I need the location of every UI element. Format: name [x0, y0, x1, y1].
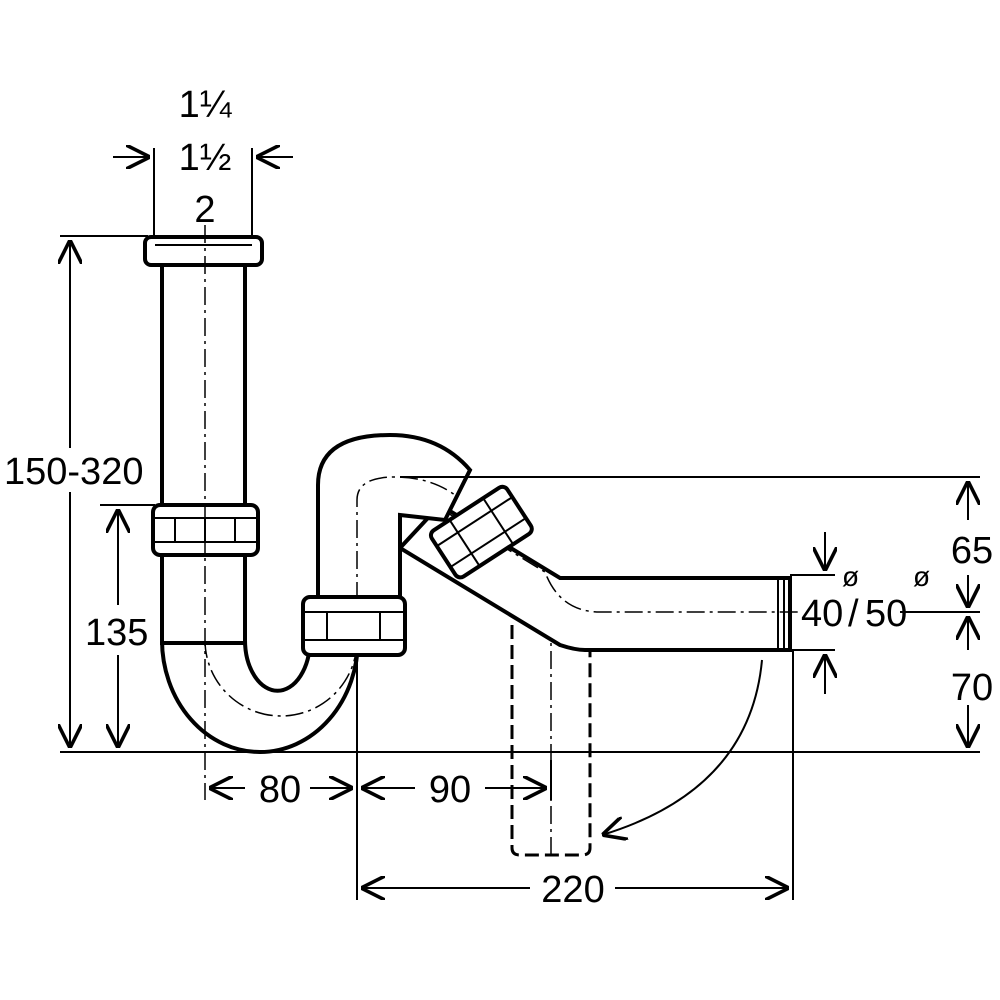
u-bend: [159, 638, 361, 754]
svg-text:/: /: [848, 593, 859, 635]
inlet-pipe: [143, 225, 264, 800]
riser-nut: [301, 595, 407, 657]
svg-text:ø: ø: [842, 561, 859, 592]
dimension-lines: [60, 148, 980, 900]
total-height-label: 150-320: [4, 451, 143, 493]
outlet-diameter-label: 40 ø / 50 ø: [801, 561, 930, 635]
diagonal-nut: [428, 484, 534, 580]
rotation-arrow: [602, 659, 763, 835]
horizontal-90-label: 90: [429, 769, 471, 811]
inlet-size-2: 1½: [179, 137, 232, 179]
outlet-70-label: 70: [951, 667, 993, 709]
inlet-size-1: 1¼: [179, 84, 233, 126]
outlet-65-label: 65: [951, 530, 993, 572]
lower-height-label: 135: [85, 612, 148, 654]
horizontal-220-label: 220: [541, 869, 604, 911]
svg-text:ø: ø: [913, 561, 930, 592]
alternative-vertical-outlet: [510, 620, 592, 860]
horizontal-80-label: 80: [259, 769, 301, 811]
inlet-size-3: 2: [194, 189, 215, 231]
svg-text:50: 50: [865, 593, 907, 635]
svg-text:40: 40: [801, 593, 843, 635]
